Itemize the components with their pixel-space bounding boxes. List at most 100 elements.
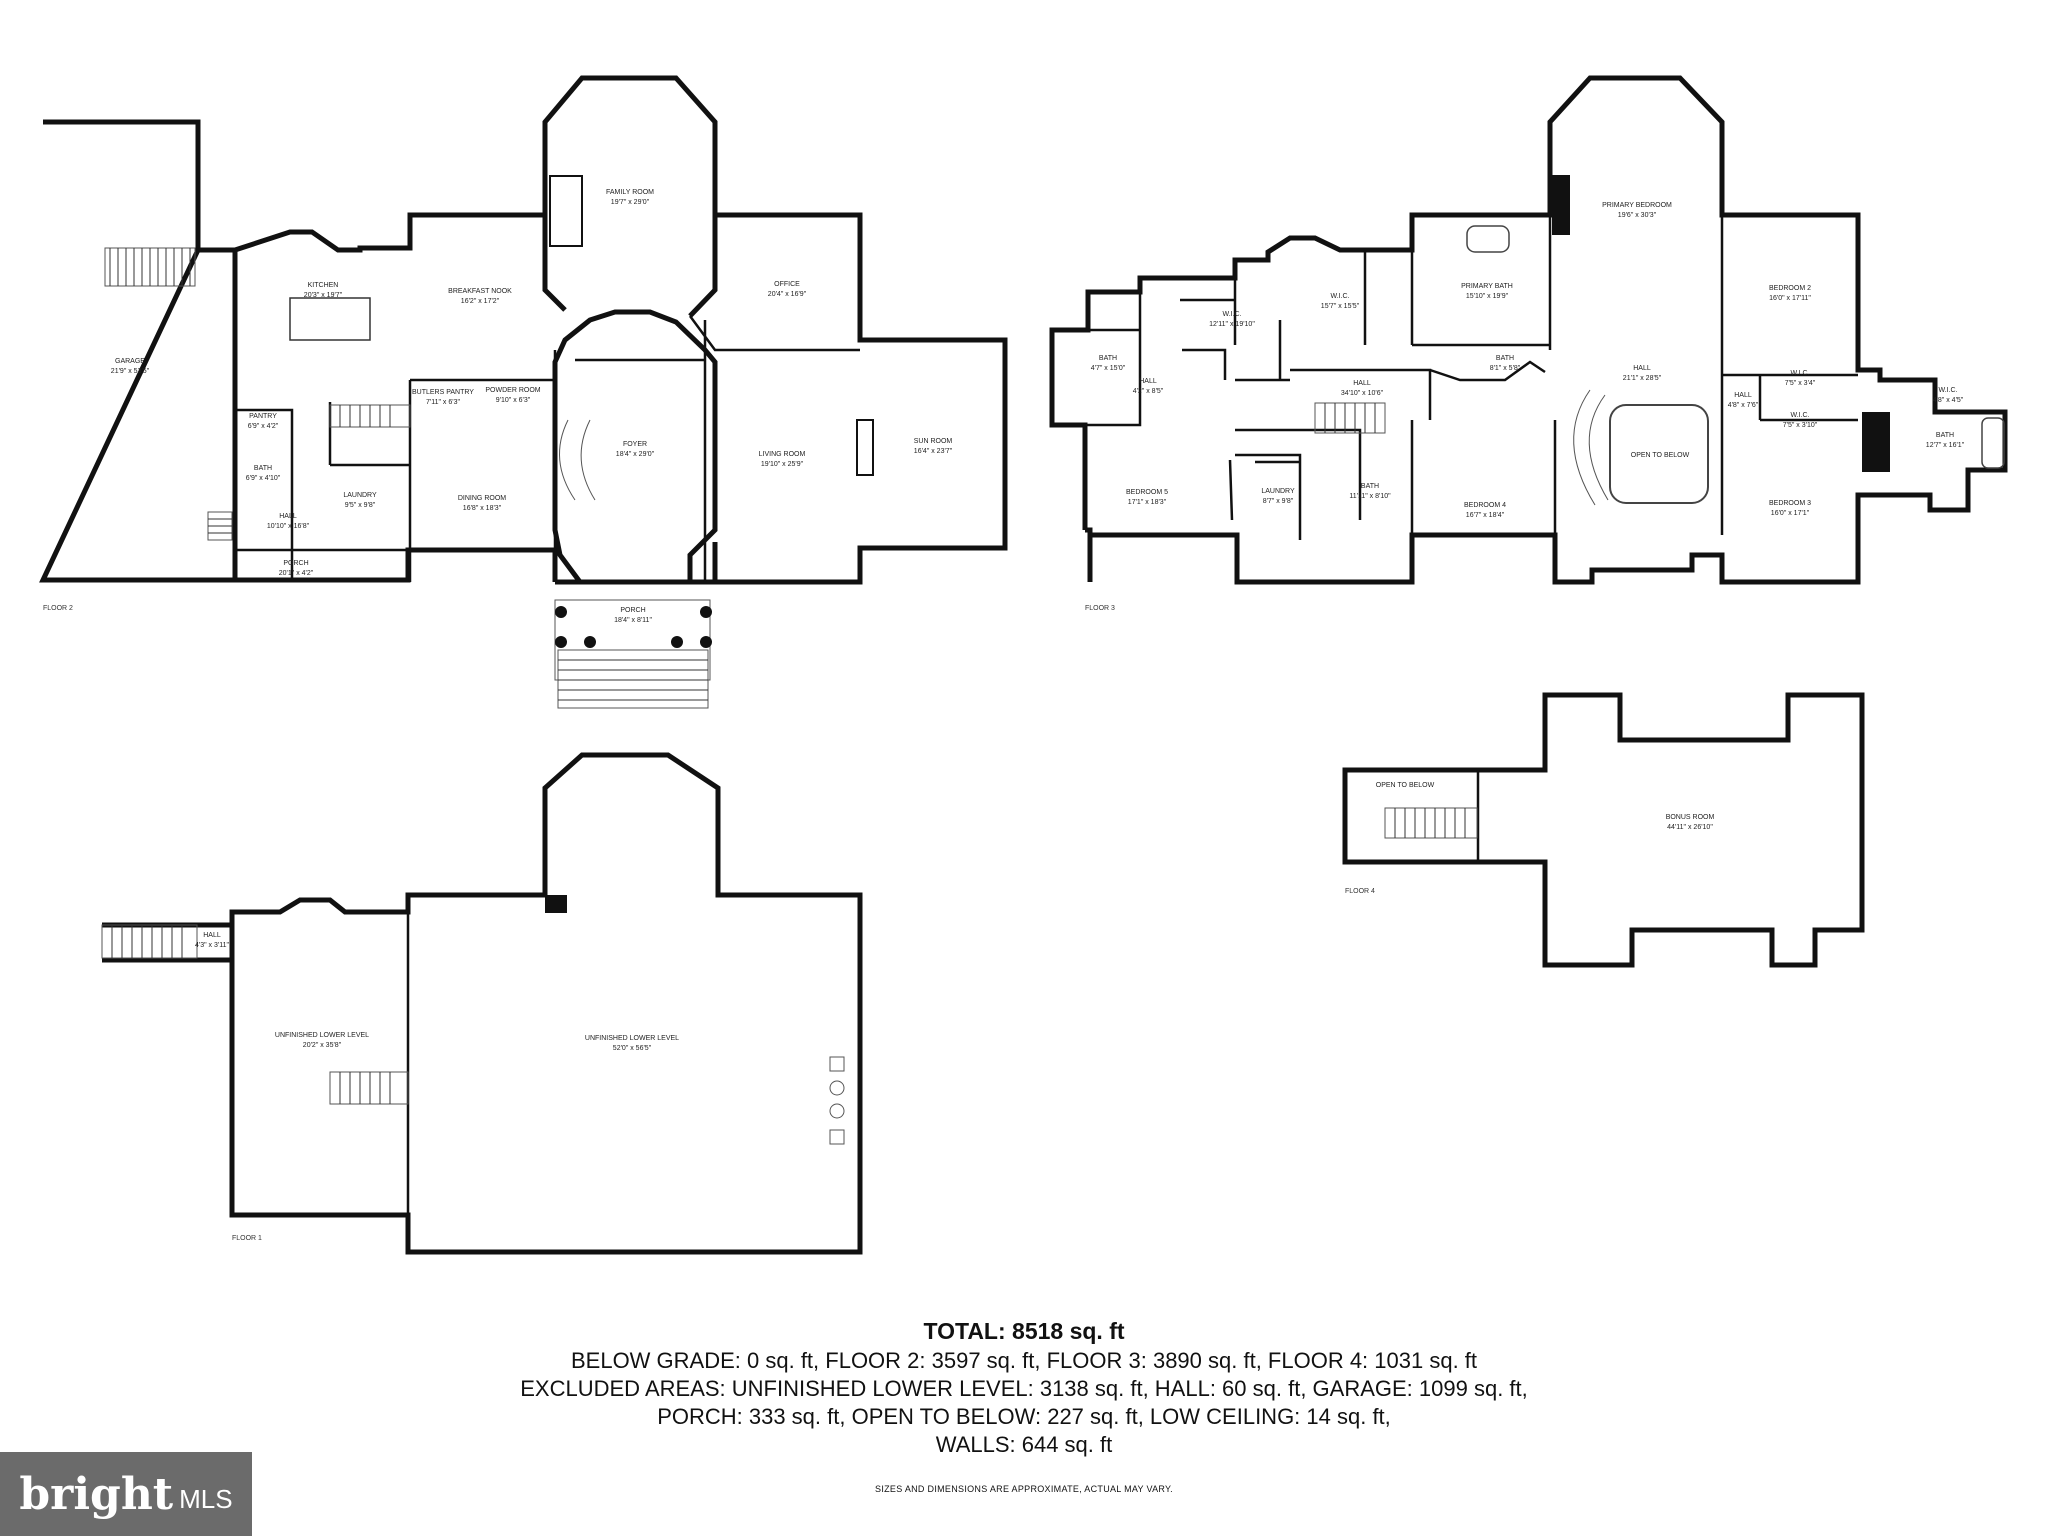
room-name: DINING ROOM xyxy=(458,495,506,502)
area-line: EXCLUDED AREAS: UNFINISHED LOWER LEVEL: … xyxy=(520,1376,1528,1401)
floor-1-label: FLOOR 1 xyxy=(232,1235,262,1242)
room-name: W.I.C. xyxy=(1222,311,1241,318)
room-dim: 4'8" x 7'6" xyxy=(1728,402,1759,409)
floor3-hall-stairs xyxy=(1314,402,1386,434)
room-dim: 4'2" x 8'5" xyxy=(1133,388,1164,395)
room-dim: 21'1" x 28'5" xyxy=(1623,375,1662,382)
room-dim: 20'2" x 35'8" xyxy=(303,1042,342,1049)
total-area: TOTAL: 8518 sq. ft xyxy=(923,1318,1125,1344)
room-name: BREAKFAST NOOK xyxy=(448,288,512,295)
floor-2-label: FLOOR 2 xyxy=(43,605,73,612)
room-dim: 19'6" x 30'3" xyxy=(1618,212,1657,219)
room-name: BEDROOM 2 xyxy=(1769,285,1811,292)
room-dim: 16'4" x 23'7" xyxy=(914,448,953,455)
disclaimer: SIZES AND DIMENSIONS ARE APPROXIMATE, AC… xyxy=(875,1484,1173,1494)
room-dim: 18'4" x 8'11" xyxy=(614,617,652,624)
room-name: BATH xyxy=(1496,355,1514,362)
porch-stairs xyxy=(557,649,709,709)
room-dim: 20'4" x 16'9" xyxy=(768,291,807,298)
kitchen-island xyxy=(289,297,371,341)
room-dim: 16'8" x 18'3" xyxy=(463,505,502,512)
bath-tub-3 xyxy=(1981,417,2005,469)
floor1-entry-stairs xyxy=(101,924,198,959)
room-name: UNFINISHED LOWER LEVEL xyxy=(585,1035,679,1042)
room-name: LAUNDRY xyxy=(343,492,377,499)
laundry-stairs xyxy=(329,404,411,428)
room-dim: 20'1" x 4'2" xyxy=(279,570,314,577)
room-name: BUTLERS PANTRY xyxy=(412,389,474,396)
room-name: W.I.C. xyxy=(1330,293,1349,300)
room-name: PRIMARY BEDROOM xyxy=(1602,202,1672,209)
room-name: OPEN TO BELOW xyxy=(1376,782,1435,789)
room-dim: 16'0" x 17'1" xyxy=(1771,510,1810,517)
room-name: PRIMARY BATH xyxy=(1461,283,1513,290)
room-dim: 21'9" x 53'5" xyxy=(111,368,150,375)
room-name: FAMILY ROOM xyxy=(606,189,654,196)
room-dim: 9'5" x 9'8" xyxy=(345,502,376,509)
room-name: BATH xyxy=(1361,483,1379,490)
room-dim: 4'7" x 15'0" xyxy=(1091,365,1126,372)
room-dim: 20'3" x 19'7" xyxy=(304,292,343,299)
room-name: BEDROOM 4 xyxy=(1464,502,1506,509)
room-dim: 7'5" x 3'10" xyxy=(1783,422,1818,429)
room-dim: 12'7" x 16'1" xyxy=(1926,442,1965,449)
room-name: PORCH xyxy=(283,560,308,567)
room-name: PORCH xyxy=(620,607,645,614)
room-name: FOYER xyxy=(623,441,647,448)
garage-stairs xyxy=(104,247,196,287)
area-line: BELOW GRADE: 0 sq. ft, FLOOR 2: 3597 sq.… xyxy=(570,1348,1478,1373)
room-name: W.I.C. xyxy=(1938,387,1957,394)
room-name: HALL xyxy=(1139,378,1157,385)
floor-4-label: FLOOR 4 xyxy=(1345,888,1375,895)
floor-1-plan xyxy=(101,752,863,1255)
room-dim: 34'10" x 10'6" xyxy=(1341,390,1384,397)
room-name: LIVING ROOM xyxy=(759,451,806,458)
room-name: OFFICE xyxy=(774,281,800,288)
area-line: WALLS: 644 sq. ft xyxy=(935,1432,1113,1457)
room-dim: 18'4" x 29'0" xyxy=(616,451,655,458)
room-name: GARAGE xyxy=(115,358,145,365)
room-dim: 44'11" x 26'10" xyxy=(1667,824,1713,831)
room-labels: GARAGE 21'9" x 53'5" KITCHEN 20'3" x 19'… xyxy=(111,189,1965,1052)
room-dim: 8'7" x 9'8" xyxy=(1263,498,1294,505)
room-dim: 4'8" x 4'5" xyxy=(1933,397,1964,404)
room-name: HALL xyxy=(203,932,221,939)
room-name: UNFINISHED LOWER LEVEL xyxy=(275,1032,369,1039)
bright-mls-logo: bright MLS xyxy=(0,1452,252,1536)
room-name: BEDROOM 3 xyxy=(1769,500,1811,507)
room-dim: 16'0" x 17'11" xyxy=(1769,295,1811,302)
room-name: BATH xyxy=(254,465,272,472)
area-line: PORCH: 333 sq. ft, OPEN TO BELOW: 227 sq… xyxy=(657,1404,1391,1429)
floor-4-plan xyxy=(1342,692,1865,968)
room-name: W.I.C. xyxy=(1790,370,1809,377)
room-name: W.I.C. xyxy=(1790,412,1809,419)
floor1-inner-stairs xyxy=(329,1071,409,1105)
room-name: BATH xyxy=(1936,432,1954,439)
room-dim: 6'9" x 4'2" xyxy=(248,423,279,430)
floor-3-plan xyxy=(1049,75,2008,585)
primary-tub xyxy=(1466,225,1510,253)
bath-block xyxy=(1862,412,1890,472)
room-name: BEDROOM 5 xyxy=(1126,489,1168,496)
room-dim: 8'1" x 5'8" xyxy=(1490,365,1521,372)
support-post xyxy=(545,895,567,913)
room-dim: 7'11" x 6'3" xyxy=(426,399,460,406)
porch-columns xyxy=(555,606,712,648)
room-dim: 6'9" x 4'10" xyxy=(246,475,281,482)
floor-3-label: FLOOR 3 xyxy=(1085,605,1115,612)
area-breakdown: BELOW GRADE: 0 sq. ft, FLOOR 2: 3597 sq.… xyxy=(0,1347,2048,1459)
room-dim: 9'10" x 6'3" xyxy=(496,397,531,404)
mechanical-equipment xyxy=(829,1056,845,1145)
room-name: HALL xyxy=(1633,365,1651,372)
floor4-stairs xyxy=(1384,807,1478,839)
room-name: HALL xyxy=(1353,380,1371,387)
room-dim: 16'2" x 17'2" xyxy=(461,298,500,305)
room-dim: 4'3" x 3'11" xyxy=(195,942,229,949)
room-name: HALL xyxy=(1734,392,1752,399)
room-name: LAUNDRY xyxy=(1261,488,1295,495)
garage-walls xyxy=(39,119,238,583)
brand-wordmark: bright xyxy=(19,1468,174,1520)
room-name: BONUS ROOM xyxy=(1666,814,1715,821)
room-dim: 19'7" x 29'0" xyxy=(611,199,650,206)
